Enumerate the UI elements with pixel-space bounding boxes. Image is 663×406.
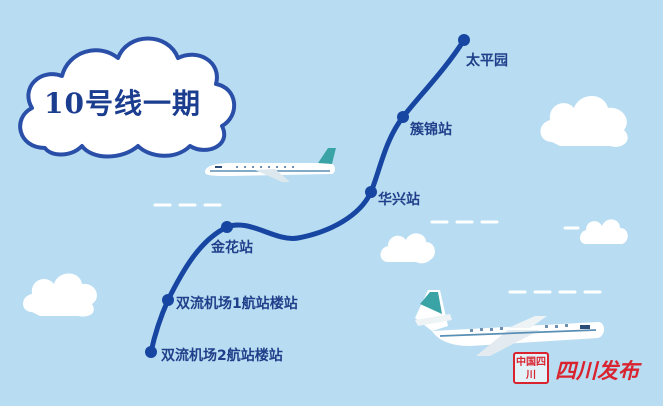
station-label-jinhua[interactable]: 金花站: [211, 240, 253, 256]
station-dot-huaxing[interactable]: [365, 186, 377, 198]
station-label-cujin[interactable]: 簇锦站: [410, 122, 452, 138]
station-dot-airport-t2[interactable]: [145, 346, 157, 358]
station-dot-airport-t1[interactable]: [162, 294, 174, 306]
title-cloud: [18, 36, 237, 159]
map-title: 10号线一期: [44, 87, 201, 120]
cloud-left-bottom: [23, 273, 97, 317]
brand-seal-logo: 中国四川: [513, 352, 549, 384]
station-label-taipingyuan[interactable]: 太平园: [466, 53, 508, 69]
brand-name: 四川发布: [555, 359, 639, 383]
airplane-icon: [205, 148, 336, 182]
cloud-right-mid: [580, 219, 628, 244]
station-label-huaxing[interactable]: 华兴站: [378, 192, 420, 208]
station-label-airport-t1[interactable]: 双流机场1航站楼站: [176, 296, 298, 312]
station-dot-jinhua[interactable]: [221, 221, 233, 233]
cloud-right-top: [540, 96, 628, 147]
cloud-middle: [380, 233, 435, 264]
dash-lines: [153, 203, 602, 294]
station-label-airport-t2[interactable]: 双流机场2航站楼站: [161, 348, 283, 364]
airplane-icon: [415, 290, 604, 356]
station-dot-taipingyuan[interactable]: [458, 34, 470, 46]
station-dot-cujin[interactable]: [397, 111, 409, 123]
